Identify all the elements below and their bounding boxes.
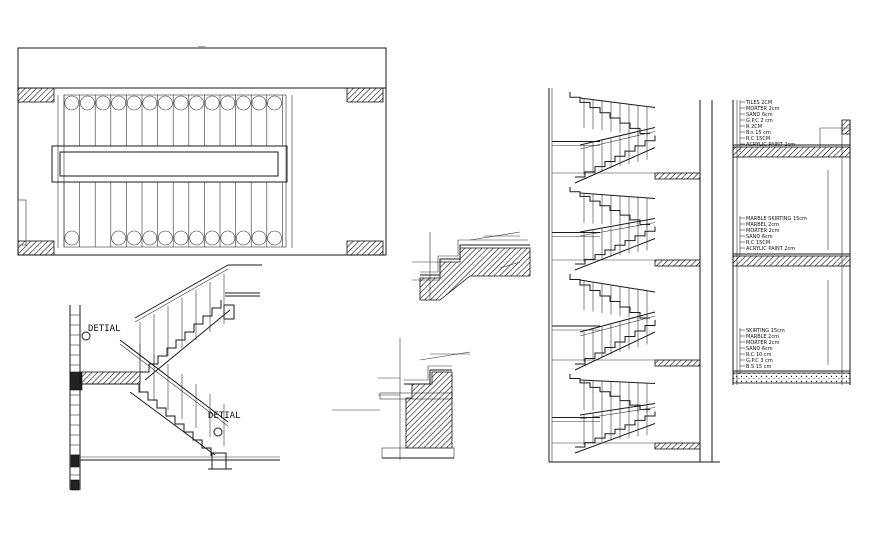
stair-plan-view: ___ — [17, 41, 387, 256]
baluster-circle — [158, 95, 173, 111]
finish-layer-label: G.P.C 2 cm — [746, 118, 773, 124]
finish-layer-label: MORTER 2cm — [746, 106, 780, 112]
finish-layer-label: SAND 6cm — [746, 112, 773, 118]
baluster-circle — [173, 95, 189, 111]
baluster-circle — [204, 230, 220, 246]
baluster-circle — [251, 95, 267, 111]
multi-storey-stair-section — [548, 88, 720, 463]
baluster-circle — [267, 95, 282, 111]
baluster-circle — [64, 230, 80, 246]
detail-label-1: DETIAL — [88, 324, 121, 334]
baluster-circle — [220, 230, 236, 246]
finish-layer-label: MORTER 2cm — [746, 228, 780, 234]
finish-layer-label: B.s 15 cm — [746, 130, 771, 136]
tread-detail-1 — [412, 231, 531, 301]
finish-layer-label: G.P.C 3 cm — [746, 358, 773, 364]
baluster-circle — [236, 230, 251, 246]
baluster-circle — [220, 95, 236, 111]
finish-layer-label: R 2CM — [746, 124, 762, 130]
finish-layer-label: R.C 10 cm — [746, 352, 772, 358]
finish-layer-label: SAND 6cm — [746, 234, 773, 240]
finish-layer-label: SAND 6cm — [746, 346, 773, 352]
baluster-circle — [236, 95, 251, 111]
finish-layer-label: MARBLE 2cm — [746, 334, 779, 340]
landing-detail-2 — [332, 338, 471, 460]
finish-layer-label: ACRYLIC PAINT 2cm — [746, 246, 795, 252]
baluster-circle — [189, 230, 204, 246]
baluster-circle — [267, 230, 282, 246]
finish-layer-label: B.S 15 cm — [746, 364, 771, 370]
finish-layer-label: R.C 15CM — [746, 136, 770, 142]
baluster-circle — [95, 95, 111, 111]
baluster-circle — [126, 95, 142, 111]
baluster-circle — [64, 95, 80, 111]
stair-section-view: DETIAL DETIAL — [69, 264, 280, 491]
finish-layer-label: MARBLE SKIRTING 15cm — [746, 216, 807, 222]
plan-treads — [63, 95, 283, 247]
finish-layer-label: R.C 15CM — [746, 240, 770, 246]
baluster-circle — [173, 230, 189, 246]
plan-dimension-text: ___ — [197, 41, 206, 47]
baluster-circle — [189, 95, 204, 111]
baluster-circle — [142, 230, 158, 246]
baluster-circle — [126, 230, 142, 246]
baluster-circle — [111, 230, 126, 246]
finish-layer-label: TILES 2CM — [745, 100, 772, 106]
baluster-circle — [142, 95, 158, 111]
baluster-circle — [80, 95, 95, 111]
baluster-circle — [111, 95, 126, 111]
baluster-circle — [158, 230, 173, 246]
finish-layer-label: MORTER 2cm — [746, 340, 780, 346]
baluster-circle — [251, 230, 267, 246]
finish-layer-label: ACRYLIC PAINT 2cm — [746, 142, 795, 148]
baluster-circle — [204, 95, 220, 111]
finish-layer-label: SKIRTING 15cm — [746, 328, 785, 334]
finish-layer-label: MARBEL 2cm — [746, 222, 779, 228]
